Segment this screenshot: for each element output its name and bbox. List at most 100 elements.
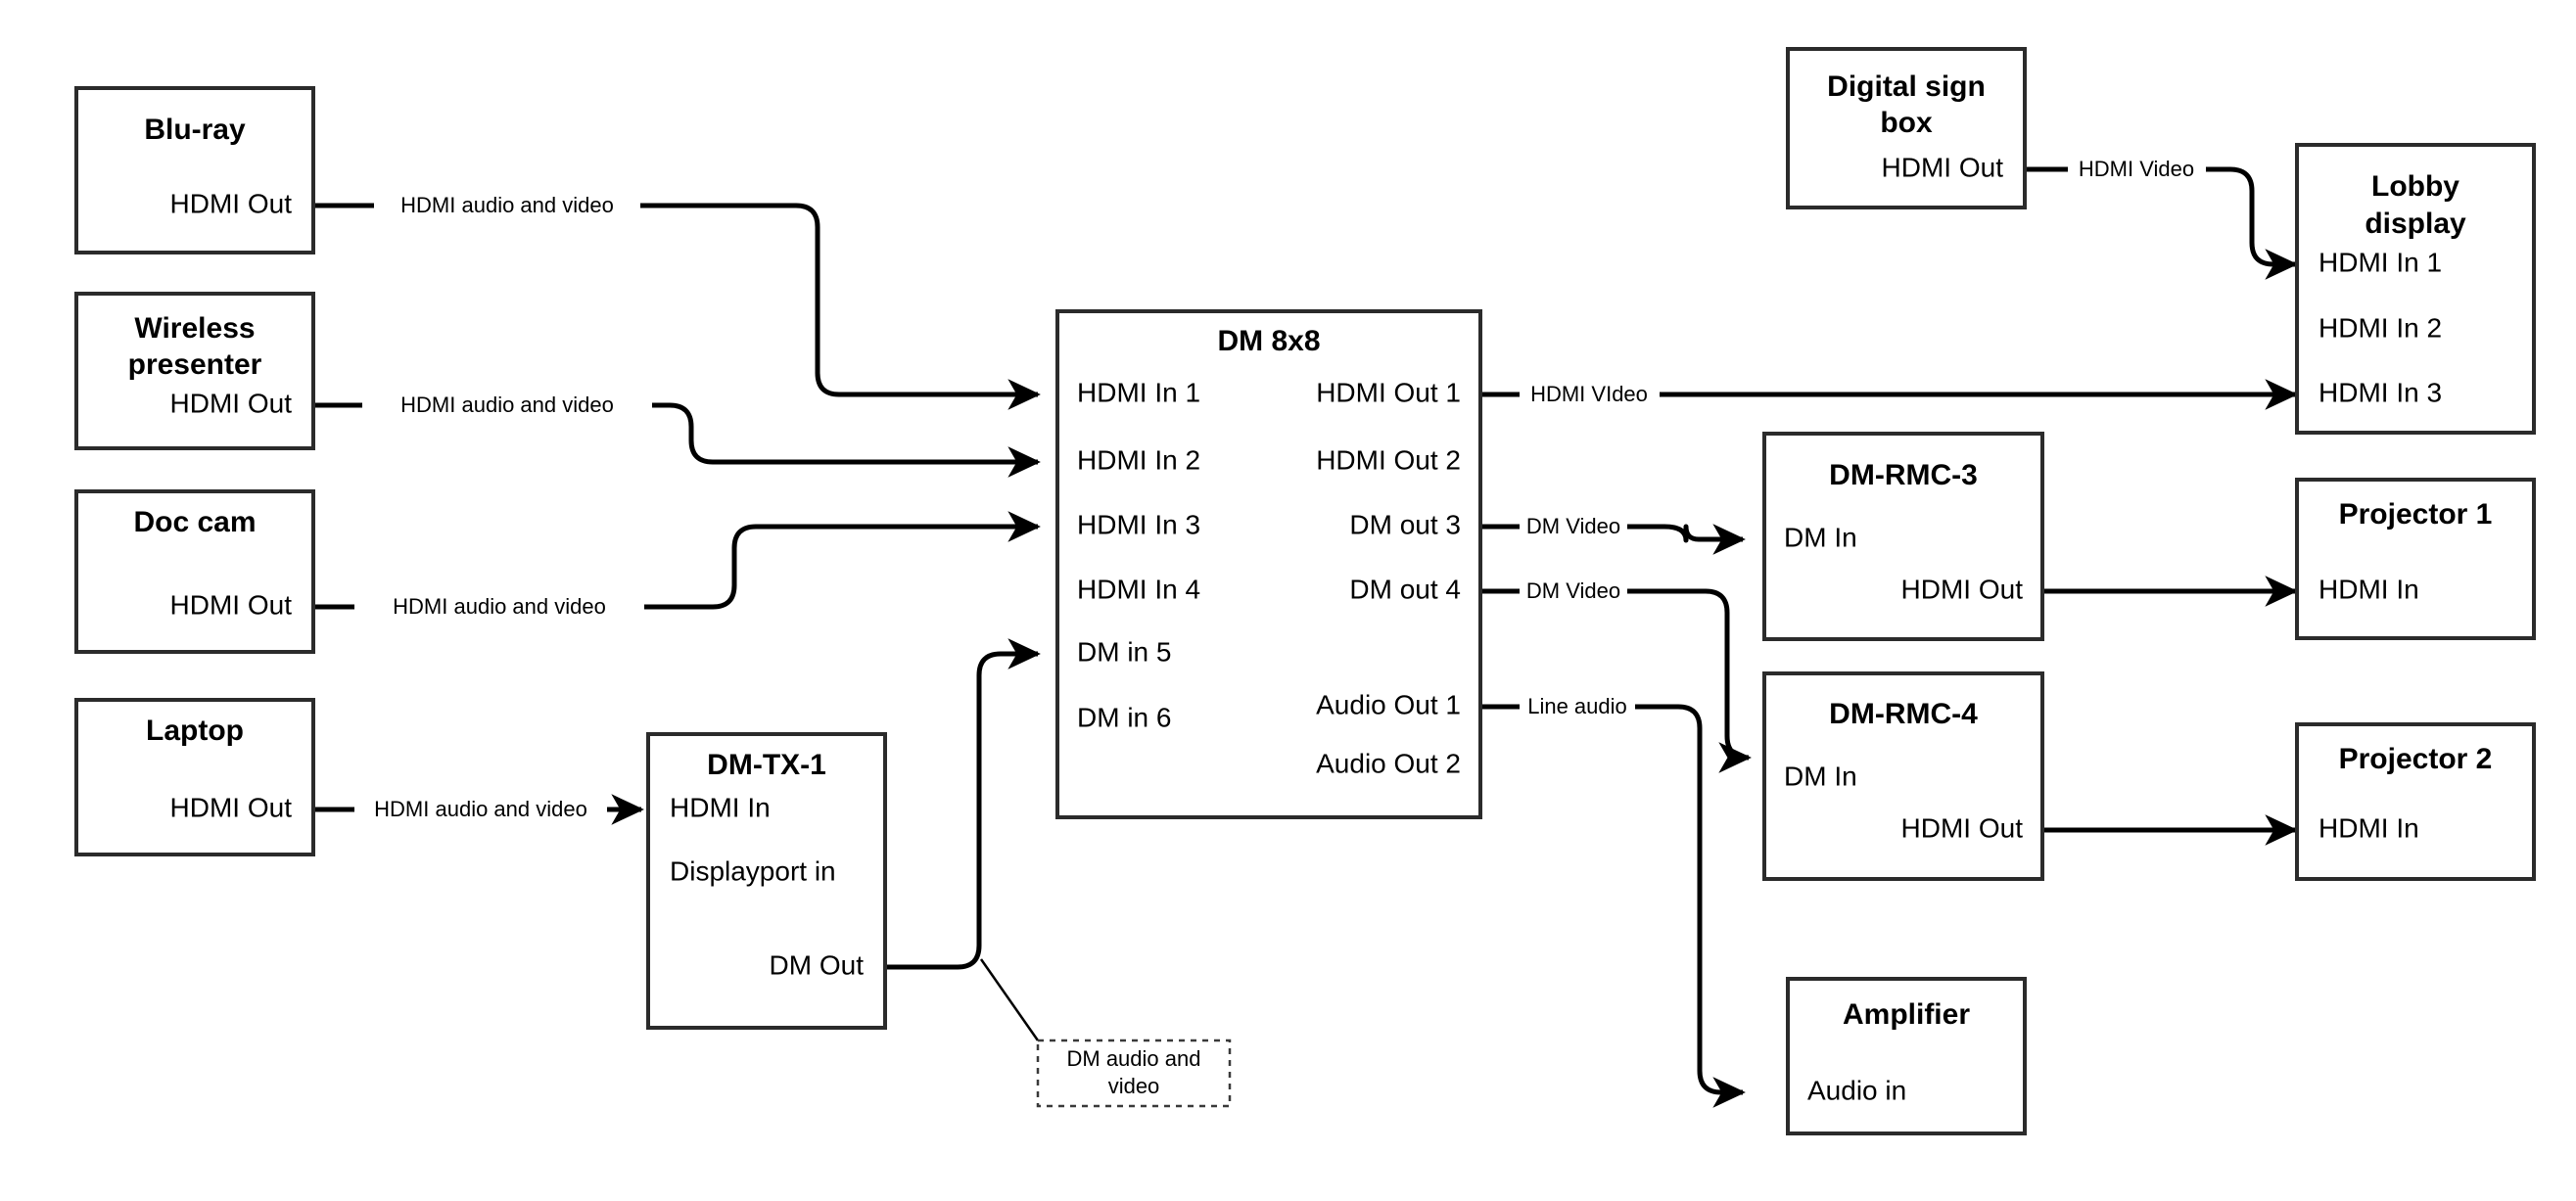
wire-path-bluray bbox=[640, 203, 1041, 410]
dm-tx-1-port-displayport-in[interactable]: Displayport in bbox=[670, 855, 836, 886]
wire-bluray-to-dm8x8 bbox=[313, 203, 1041, 410]
digital-sign-box-title-line1: Digital sign bbox=[1827, 70, 1986, 103]
dm-audio-video-note-line2: video bbox=[1108, 1074, 1160, 1098]
lobby-display-port-hdmi-in-3[interactable]: HDMI In 3 bbox=[2318, 377, 2442, 407]
wire-wireless-to-dm8x8 bbox=[313, 402, 1041, 478]
lobby-display-port-hdmi-in-1[interactable]: HDMI In 1 bbox=[2318, 247, 2442, 277]
dm-tx-1-box[interactable] bbox=[646, 732, 887, 1030]
dm-8x8-port-hdmi-in-3[interactable]: HDMI In 3 bbox=[1077, 509, 1200, 539]
dm-rmc-4-box[interactable] bbox=[1762, 671, 2044, 881]
dm-8x8-port-audio-out-1[interactable]: Audio Out 1 bbox=[1316, 689, 1461, 719]
wire-path-dmout3 bbox=[1627, 524, 1746, 555]
dm-tx-1-port-hdmi-in[interactable]: HDMI In bbox=[670, 792, 771, 822]
dm-8x8-title: DM 8x8 bbox=[1217, 325, 1320, 357]
projector-2-port-hdmi-in[interactable]: HDMI In bbox=[2318, 812, 2419, 843]
doc-cam-port-hdmi-out[interactable]: HDMI Out bbox=[170, 589, 293, 620]
dm-tx-1-title: DM-TX-1 bbox=[707, 749, 826, 781]
dm-rmc-3-port-hdmi-out[interactable]: HDMI Out bbox=[1901, 574, 2024, 604]
device-lobby-display[interactable]: Lobby display HDMI In 1 HDMI In 2 HDMI I… bbox=[2295, 143, 2536, 435]
wire-dmtx1-to-dm8x8 bbox=[885, 638, 1041, 1041]
wire-path-dmout4 bbox=[1627, 588, 1752, 773]
bluray-box[interactable] bbox=[74, 86, 315, 254]
device-projector-1[interactable]: Projector 1 HDMI In bbox=[2295, 478, 2536, 640]
bluray-port-hdmi-out[interactable]: HDMI Out bbox=[170, 188, 293, 218]
dm-8x8-port-dm-in-5[interactable]: DM in 5 bbox=[1077, 636, 1171, 667]
device-bluray[interactable]: Blu-ray HDMI Out bbox=[74, 86, 315, 254]
dm-rmc-3-title: DM-RMC-3 bbox=[1829, 459, 1978, 491]
wire-path-audioout1 bbox=[1635, 704, 1746, 1108]
device-doc-cam[interactable]: Doc cam HDMI Out bbox=[74, 489, 315, 654]
dm-8x8-port-dm-out-3[interactable]: DM out 3 bbox=[1349, 509, 1461, 539]
device-amplifier[interactable]: Amplifier Audio in bbox=[1786, 977, 2027, 1135]
dm-tx-1-port-dm-out[interactable]: DM Out bbox=[770, 949, 865, 980]
laptop-port-hdmi-out[interactable]: HDMI Out bbox=[170, 792, 293, 822]
edge-label-bg-audioout1 bbox=[1520, 693, 1635, 720]
leader-line-dm-note bbox=[979, 958, 1040, 1041]
dm-rmc-3-box[interactable] bbox=[1762, 432, 2044, 641]
dm-8x8-port-hdmi-in-1[interactable]: HDMI In 1 bbox=[1077, 377, 1200, 407]
lobby-display-title-line1: Lobby bbox=[2371, 170, 2459, 203]
dm-8x8-port-hdmi-out-2[interactable]: HDMI Out 2 bbox=[1316, 444, 1461, 475]
dm-8x8-port-dm-out-4[interactable]: DM out 4 bbox=[1349, 574, 1461, 604]
digital-sign-box-box[interactable] bbox=[1786, 47, 2027, 209]
edge-label-bg-hdmiout1 bbox=[1520, 381, 1660, 408]
laptop-box[interactable] bbox=[74, 698, 315, 856]
dm-rmc-4-port-hdmi-out[interactable]: HDMI Out bbox=[1901, 812, 2024, 843]
device-dm-tx-1[interactable]: DM-TX-1 HDMI In Displayport in DM Out bbox=[646, 732, 887, 1030]
device-dm-rmc-4[interactable]: DM-RMC-4 DM In HDMI Out bbox=[1762, 671, 2044, 881]
wireless-presenter-title-line2: presenter bbox=[128, 348, 262, 381]
lobby-display-title-line2: display bbox=[2365, 208, 2466, 240]
device-wireless-presenter[interactable]: Wireless presenter HDMI Out bbox=[74, 292, 315, 450]
edge-label-audioout1-to-amp: Line audio bbox=[1527, 694, 1627, 718]
dm-8x8-port-hdmi-out-1[interactable]: HDMI Out 1 bbox=[1316, 377, 1461, 407]
device-dm-8x8[interactable]: DM 8x8 HDMI In 1 HDMI In 2 HDMI In 3 HDM… bbox=[1055, 309, 1482, 819]
projector-1-box[interactable] bbox=[2295, 478, 2536, 640]
edge-label-bg-sign bbox=[2068, 156, 2206, 183]
dm-8x8-port-hdmi-in-2[interactable]: HDMI In 2 bbox=[1077, 444, 1200, 475]
projector-1-port-hdmi-in[interactable]: HDMI In bbox=[2318, 574, 2419, 604]
lobby-display-port-hdmi-in-2[interactable]: HDMI In 2 bbox=[2318, 312, 2442, 343]
dm-audio-video-note-box bbox=[1036, 1039, 1232, 1108]
wireless-presenter-port-hdmi-out[interactable]: HDMI Out bbox=[170, 388, 293, 418]
digital-sign-box-port-hdmi-out[interactable]: HDMI Out bbox=[1882, 152, 2004, 182]
wire-sign-to-lobby bbox=[2025, 166, 2298, 280]
device-laptop[interactable]: Laptop HDMI Out bbox=[74, 698, 315, 856]
annotation-dm-audio-video: DM audio and video bbox=[1036, 1039, 1232, 1108]
edge-label-dmout3-to-rmc3: DM Video bbox=[1526, 514, 1620, 538]
edge-label-hdmiout1-to-lobby: HDMI VIdeo bbox=[1530, 382, 1648, 406]
doc-cam-title: Doc cam bbox=[133, 506, 256, 538]
digital-sign-box-title-line2: box bbox=[1880, 107, 1933, 139]
edge-label-sign-to-lobby: HDMI Video bbox=[2079, 157, 2194, 181]
device-projector-2[interactable]: Projector 2 HDMI In bbox=[2295, 722, 2536, 881]
dm-rmc-3-port-dm-in[interactable]: DM In bbox=[1784, 522, 1857, 552]
amplifier-port-audio-in[interactable]: Audio in bbox=[1807, 1075, 1906, 1105]
dm-8x8-box[interactable] bbox=[1055, 309, 1482, 819]
device-digital-sign-box[interactable]: Digital sign box HDMI Out bbox=[1786, 47, 2027, 209]
dm-8x8-port-hdmi-in-4[interactable]: HDMI In 4 bbox=[1077, 574, 1200, 604]
wire-path-wireless bbox=[652, 402, 1041, 478]
edge-label-doccam-to-dm: HDMI audio and video bbox=[393, 594, 606, 619]
edge-label-bg-dmout4 bbox=[1520, 577, 1627, 605]
device-dm-rmc-3[interactable]: DM-RMC-3 DM In HDMI Out bbox=[1762, 432, 2044, 641]
laptop-title: Laptop bbox=[146, 715, 244, 747]
wire-path-doccam bbox=[644, 511, 1041, 610]
wire-path-dmtx1 bbox=[885, 638, 1041, 970]
edge-label-bg-wireless bbox=[362, 392, 652, 419]
dm-8x8-port-dm-in-6[interactable]: DM in 6 bbox=[1077, 702, 1171, 732]
wire-doccam-to-dm8x8 bbox=[313, 511, 1041, 610]
amplifier-box[interactable] bbox=[1786, 977, 2027, 1135]
amplifier-title: Amplifier bbox=[1843, 998, 1970, 1031]
lobby-display-box[interactable] bbox=[2295, 143, 2536, 435]
wire-audioout1-to-amp bbox=[1480, 704, 1746, 1108]
wireless-presenter-box[interactable] bbox=[74, 292, 315, 450]
projector-1-title: Projector 1 bbox=[2339, 498, 2493, 531]
wire-path-sign bbox=[2206, 166, 2298, 280]
doc-cam-box[interactable] bbox=[74, 489, 315, 654]
wire-dmout4-to-rmc4 bbox=[1480, 588, 1752, 773]
wireless-presenter-title-line1: Wireless bbox=[134, 312, 255, 345]
dm-rmc-4-port-dm-in[interactable]: DM In bbox=[1784, 761, 1857, 791]
dm-8x8-port-audio-out-2[interactable]: Audio Out 2 bbox=[1316, 748, 1461, 778]
projector-2-box[interactable] bbox=[2295, 722, 2536, 881]
edge-label-dmout4-to-rmc4: DM Video bbox=[1526, 578, 1620, 603]
